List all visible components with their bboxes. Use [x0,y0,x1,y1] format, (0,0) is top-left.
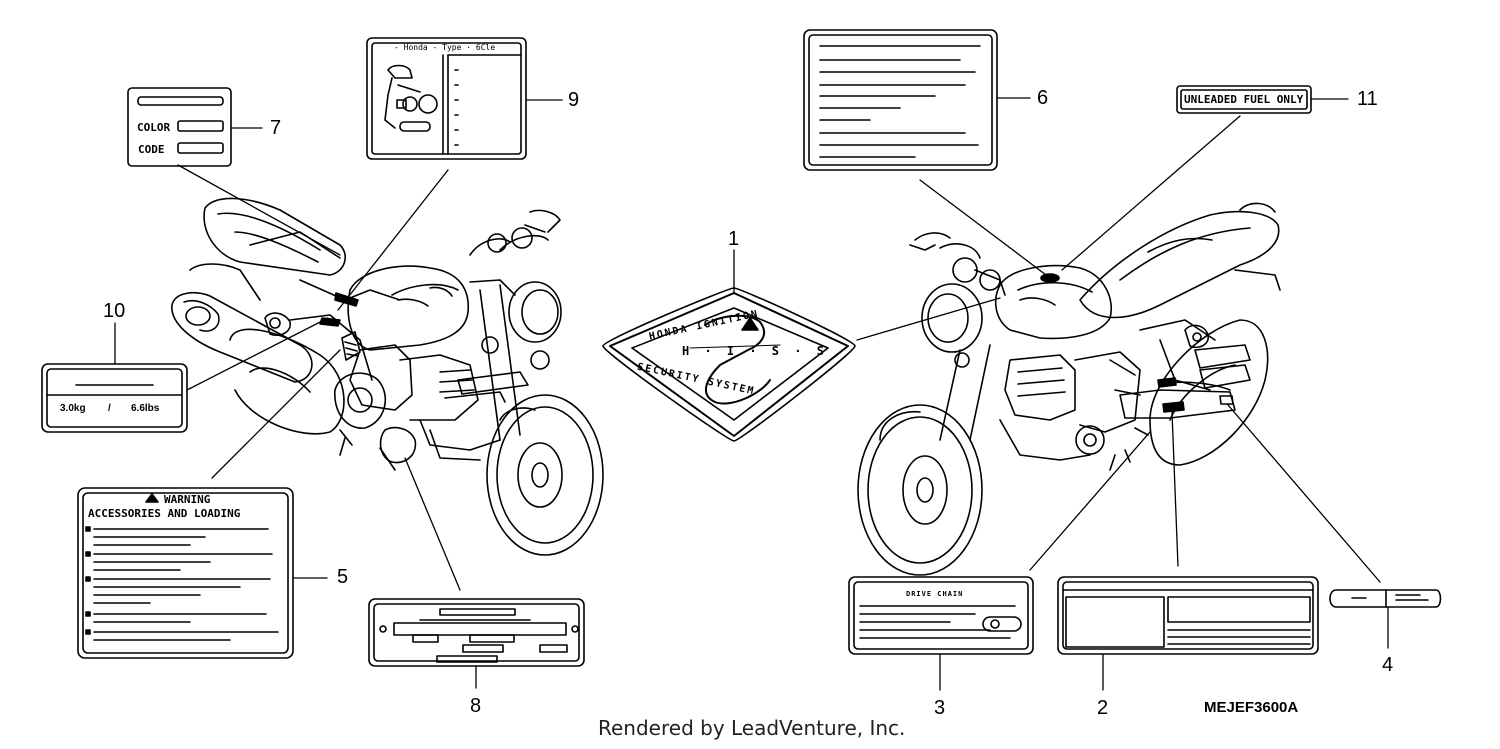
motorcycle-right-view [857,202,1281,576]
callout-2[interactable]: 2 [1097,697,1109,719]
callout-3[interactable]: 3 [934,697,946,719]
callout-10[interactable]: 10 [103,300,126,322]
load-separator-text: / [108,403,111,414]
label-1-hiss-emblem [602,287,856,442]
callout-4[interactable]: 4 [1382,654,1394,676]
color-text: COLOR [137,121,171,134]
footer-credit: Rendered by LeadVenture, Inc. [598,716,906,740]
callout-6[interactable]: 6 [1037,87,1049,109]
diagram-code: MEJEF3600A [1204,699,1299,716]
callout-11[interactable]: 11 [1357,88,1378,110]
warning-subtitle-text: ACCESSORIES AND LOADING [88,507,241,520]
label-3-drive-chain-label [848,576,1034,655]
label-8-plate [368,598,585,667]
load-kg-text: 3.0kg [60,403,86,414]
leader-lines [114,97,1389,691]
unleaded-fuel-text: UNLEADED FUEL ONLY [1184,93,1304,106]
label-2-plate [1057,576,1319,655]
callout-7[interactable]: 7 [270,117,282,139]
label-5-warning-label [77,487,294,659]
callout-5[interactable]: 5 [337,566,349,588]
type-header-text: - Honda - Type · 6Cle [394,43,496,52]
label-6-info-plate [803,29,998,171]
callout-8[interactable]: 8 [470,695,482,717]
callout-1[interactable]: 1 [728,228,740,250]
load-lbs-text: 6.6lbs [131,403,160,414]
code-text: CODE [138,143,165,156]
label-10-load-label [41,363,188,433]
motorcycle-left-view [171,197,604,556]
label-4-plate [1329,589,1442,608]
drive-chain-text: DRIVE CHAIN [906,590,964,598]
callout-9[interactable]: 9 [568,89,580,111]
label-9-type-label [366,37,527,160]
warning-title-text: WARNING [164,493,211,506]
emblem-mid-text: H · I · S · S [682,344,828,358]
